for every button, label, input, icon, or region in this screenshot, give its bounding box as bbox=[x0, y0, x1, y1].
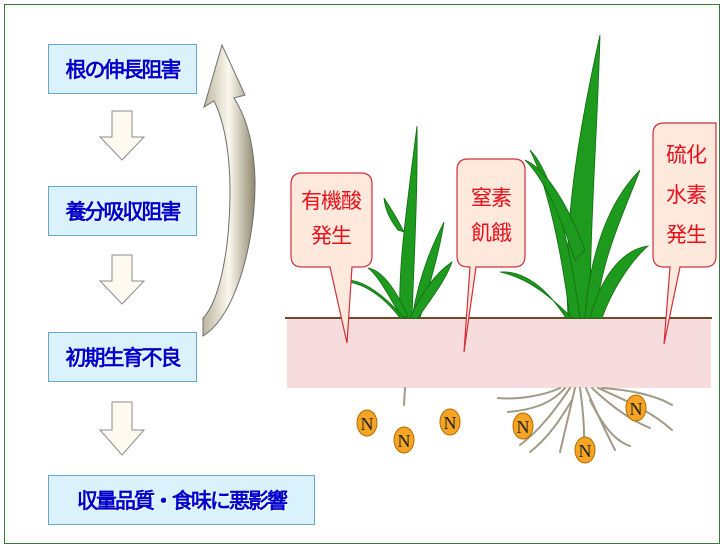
nitrogen-marker: N bbox=[439, 408, 461, 436]
callout-hydrogen-sulfide bbox=[652, 122, 717, 345]
callout-organic-acid-line2: 発生 bbox=[311, 224, 351, 248]
callout-nitrogen-starvation-line2: 飢餓 bbox=[471, 221, 512, 245]
nitrogen-marker: N bbox=[625, 394, 647, 422]
loop-arrow bbox=[202, 43, 256, 337]
callout-hydrogen-sulfide-line1: 硫化 bbox=[666, 143, 707, 167]
nitrogen-marker-label: N bbox=[398, 431, 411, 451]
flow-step-yield-quality-impact: 収量品質・食味に悪影響 bbox=[48, 475, 315, 525]
nitrogen-marker-label: N bbox=[517, 417, 530, 437]
nitrogen-marker: N bbox=[356, 409, 378, 437]
rice-plant-large bbox=[499, 34, 650, 319]
callout-hydrogen-sulfide-line3: 発生 bbox=[666, 223, 706, 247]
down-arrow-2 bbox=[98, 254, 146, 305]
down-arrow-1 bbox=[98, 110, 146, 161]
callout-nitrogen-starvation bbox=[456, 158, 526, 353]
nitrogen-marker-label: N bbox=[579, 441, 592, 461]
soil-layer bbox=[285, 317, 712, 388]
nitrogen-marker-label: N bbox=[361, 414, 374, 434]
nitrogen-marker-label: N bbox=[444, 413, 457, 433]
rice-plant-small bbox=[339, 125, 453, 319]
nitrogen-marker: N bbox=[574, 436, 596, 464]
flow-step-poor-initial-growth: 初期生育不良 bbox=[48, 332, 197, 382]
nitrogen-marker: N bbox=[512, 412, 534, 440]
callout-organic-acid bbox=[290, 172, 373, 344]
callout-nitrogen-starvation-line1: 窒素 bbox=[471, 186, 511, 210]
flow-step-nutrient-absorption-inhibition: 養分吸収阻害 bbox=[48, 186, 197, 236]
slide-frame bbox=[4, 4, 720, 544]
nitrogen-marker: N bbox=[393, 426, 415, 454]
down-arrow-3 bbox=[98, 401, 146, 456]
callout-organic-acid-line1: 有機酸 bbox=[301, 189, 362, 213]
flow-step-root-growth-inhibition: 根の伸長阻害 bbox=[48, 44, 197, 94]
callout-hydrogen-sulfide-line2: 水素 bbox=[666, 183, 706, 207]
nitrogen-marker-label: N bbox=[630, 399, 643, 419]
